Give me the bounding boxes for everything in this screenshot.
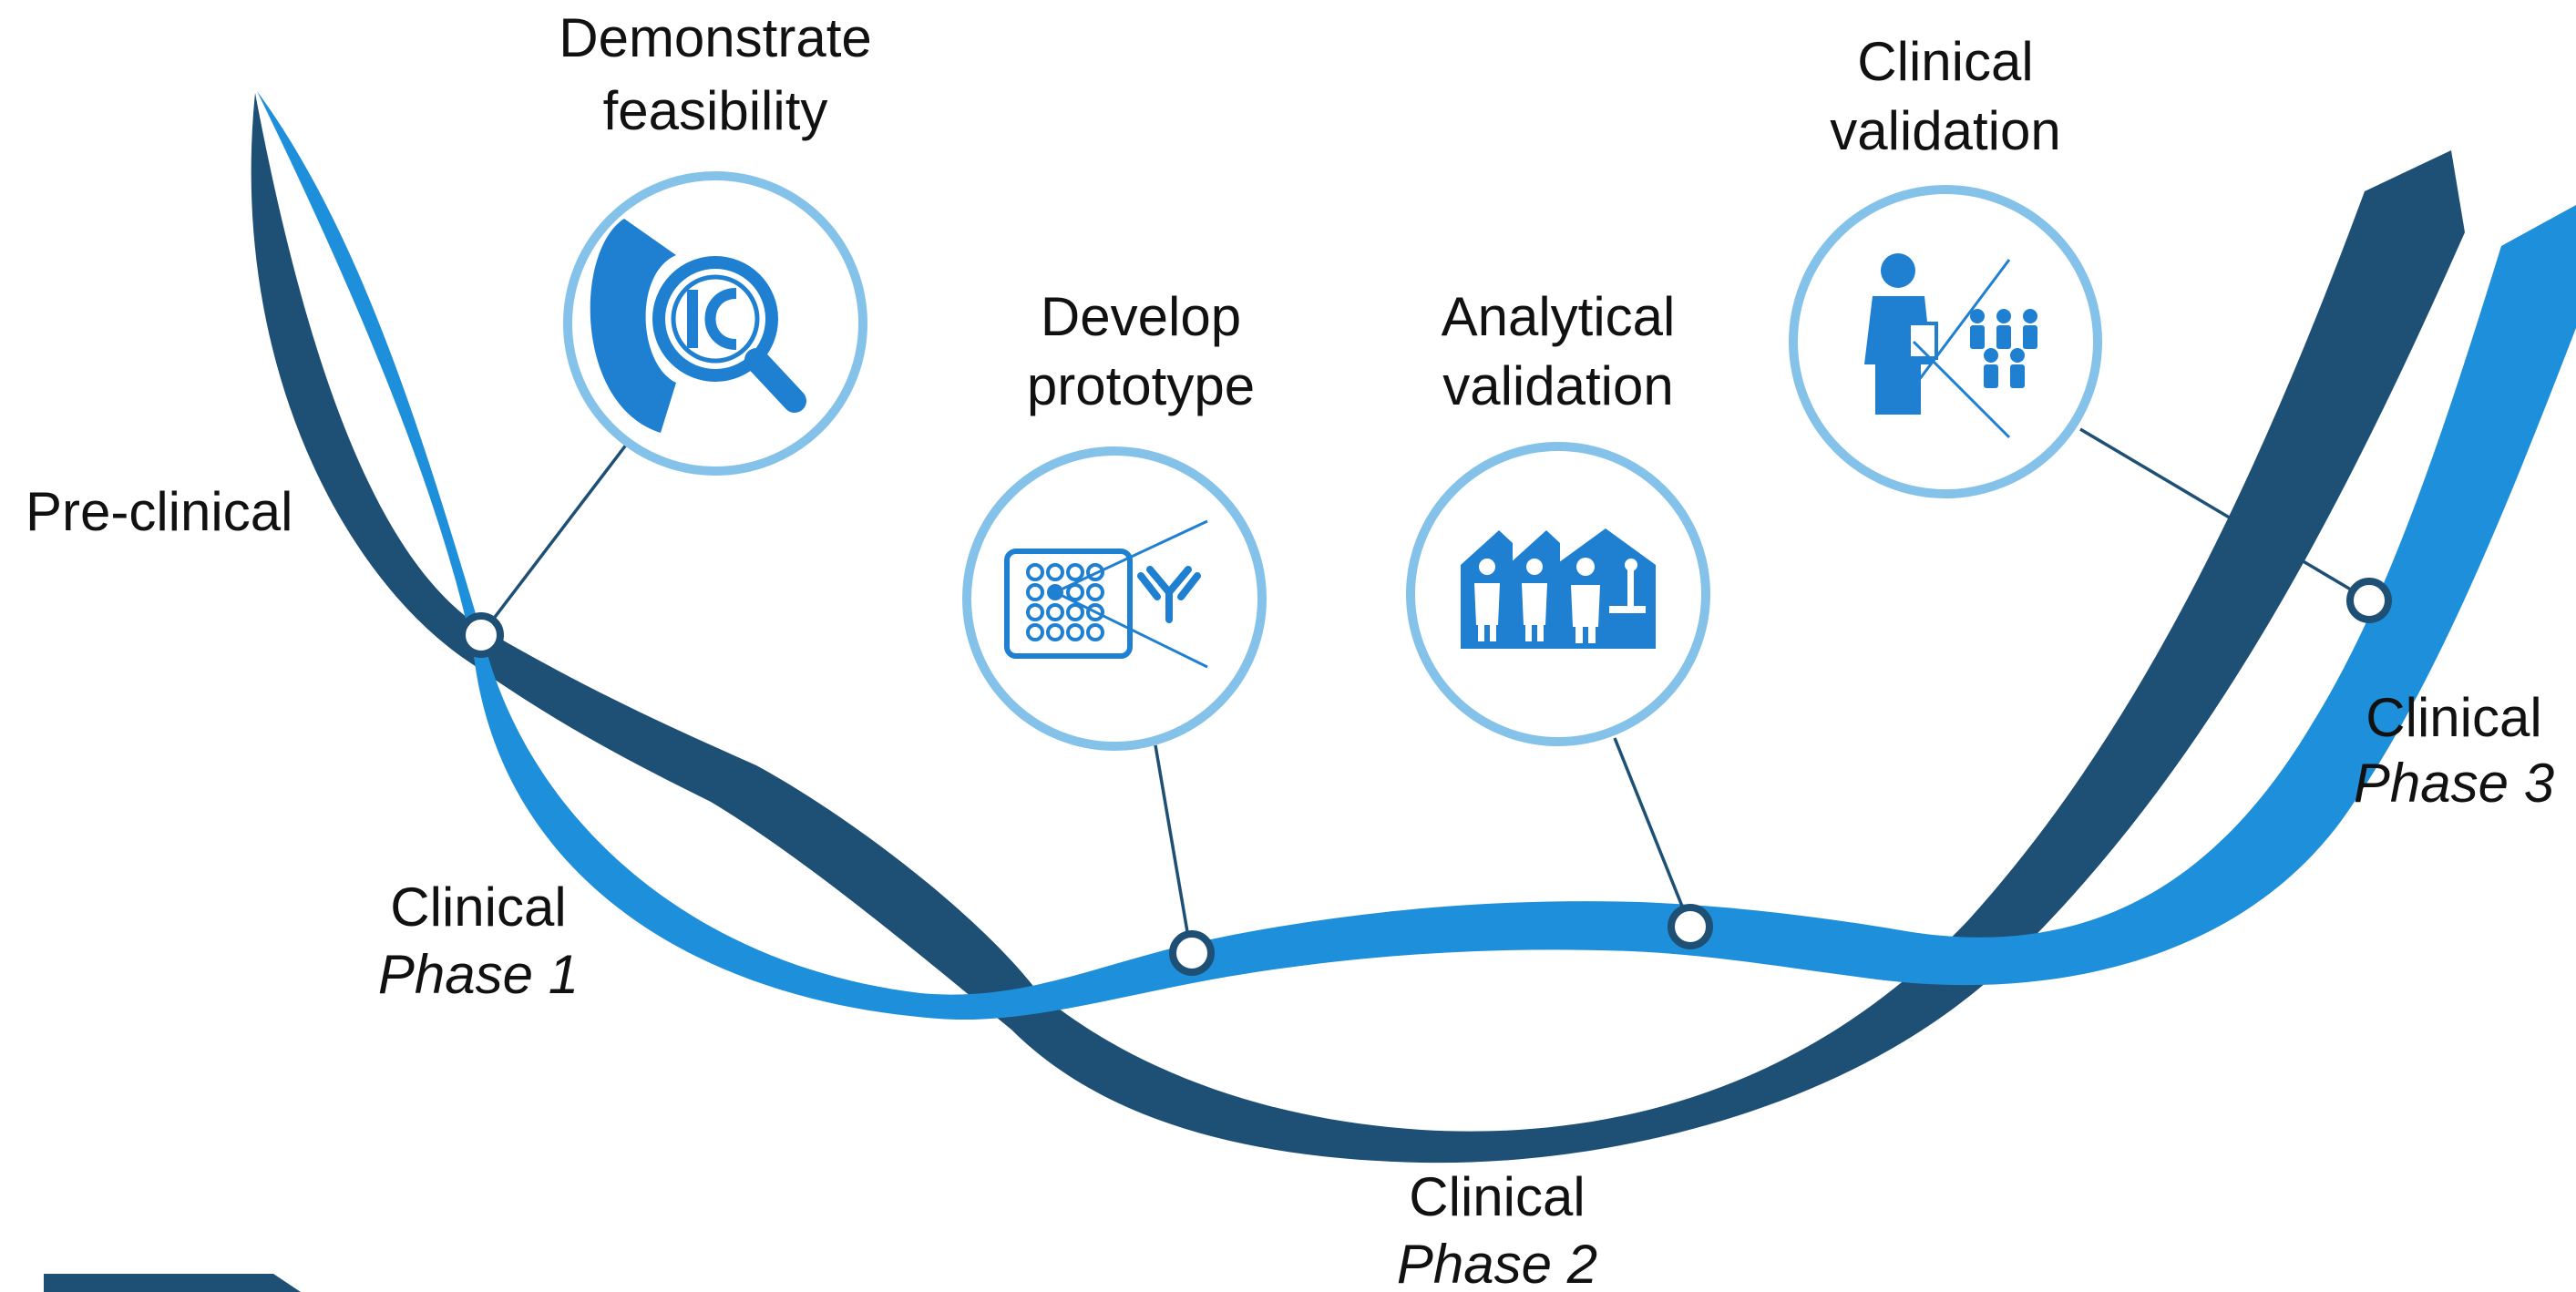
- milestone-subtitle-analytical: validation: [1442, 355, 1674, 416]
- marker-analytical: [1668, 904, 1713, 949]
- clinician-patients-icon: [1864, 253, 2037, 439]
- marker-prototype: [1169, 930, 1215, 976]
- milestone-subtitle-feasibility: feasibility: [603, 80, 828, 141]
- connector-clinical: [2079, 427, 2370, 602]
- label-preclinical: Pre-clinical: [26, 481, 292, 542]
- marker-feasibility: [458, 612, 504, 658]
- label-phase2-line1: Clinical: [1409, 1166, 1585, 1227]
- laboratories-icon: [1461, 528, 1656, 649]
- label-phase1-line2: Phase 1: [378, 944, 579, 1005]
- milestone-markers: [458, 578, 2392, 976]
- connector-analytical: [1613, 737, 1692, 928]
- label-phase3-line2: Phase 3: [2354, 753, 2554, 814]
- marker-clinical: [2346, 578, 2392, 623]
- milestone-title-feasibility: Demonstrate: [559, 7, 871, 68]
- ring-prototype: [962, 446, 1267, 751]
- ring-clinical: [1789, 185, 2102, 498]
- milestone-title-clinical: Clinical: [1857, 31, 2033, 92]
- label-phase3-line1: Clinical: [2366, 687, 2541, 748]
- connector-prototype: [1154, 744, 1193, 954]
- connector-feasibility: [479, 442, 629, 637]
- milestone-rings: [563, 171, 2102, 751]
- milestone-title-analytical: Analytical: [1442, 286, 1676, 347]
- microplate-antibody-icon: [1004, 519, 1208, 669]
- label-phase1-line1: Clinical: [390, 877, 566, 938]
- logo-fragment: [44, 1274, 301, 1292]
- connectors: [479, 427, 2370, 954]
- milestone-title-prototype: Develop: [1041, 286, 1241, 347]
- milestone-subtitle-clinical: validation: [1830, 100, 2061, 161]
- magnifier-icon: [590, 219, 806, 433]
- milestone-subtitle-prototype: prototype: [1027, 355, 1255, 416]
- label-phase2-line2: Phase 2: [1397, 1234, 1597, 1292]
